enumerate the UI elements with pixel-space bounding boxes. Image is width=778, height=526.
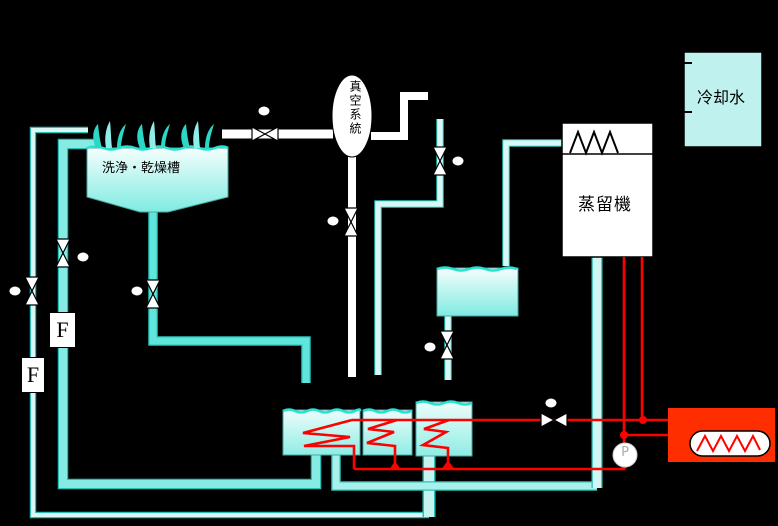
vacuum-system-label: 真空系統: [348, 80, 362, 136]
flow-meter-wide-label: F: [56, 317, 69, 342]
drain-valve-icon: [131, 279, 161, 309]
wash-dry-tank-label: 洗浄・乾燥槽: [102, 161, 181, 176]
cooling-water-label: 冷却水: [697, 88, 746, 107]
vacuum-isolation-valve-icon: [251, 106, 279, 143]
flow-meter-wide-box: [49, 312, 76, 348]
heater-element-icon: [696, 433, 761, 454]
cooling-water-box: [677, 51, 763, 148]
spray-line-valve-icon: [9, 276, 40, 306]
spray-nozzles-icon: [93, 121, 214, 148]
vacuum-line-valve-icon: [327, 207, 359, 237]
fill-line-valve-icon: [55, 238, 89, 268]
pump-label: P: [621, 445, 629, 460]
receiver-drain-valve-icon: [424, 330, 455, 360]
flow-meter-thin-label: F: [26, 362, 40, 387]
condensate-valve-icon: [432, 146, 464, 176]
distillate-receiver-tank: [436, 266, 519, 317]
wash-dry-tank: [86, 121, 229, 213]
distiller-unit: [561, 122, 654, 258]
heater-unit: [668, 408, 775, 462]
distiller-label: 蒸留機: [578, 195, 632, 215]
valves: [9, 106, 568, 429]
condenser-coil-icon: [569, 129, 619, 156]
pump-circle: [612, 442, 638, 468]
flow-meter-thin-box: [21, 357, 45, 393]
vacuum-system-vessel: [331, 74, 373, 158]
solvent-pipes: [29, 119, 603, 519]
heating-supply-valve-icon: [540, 398, 568, 429]
solvent-tank-1: [282, 408, 362, 456]
